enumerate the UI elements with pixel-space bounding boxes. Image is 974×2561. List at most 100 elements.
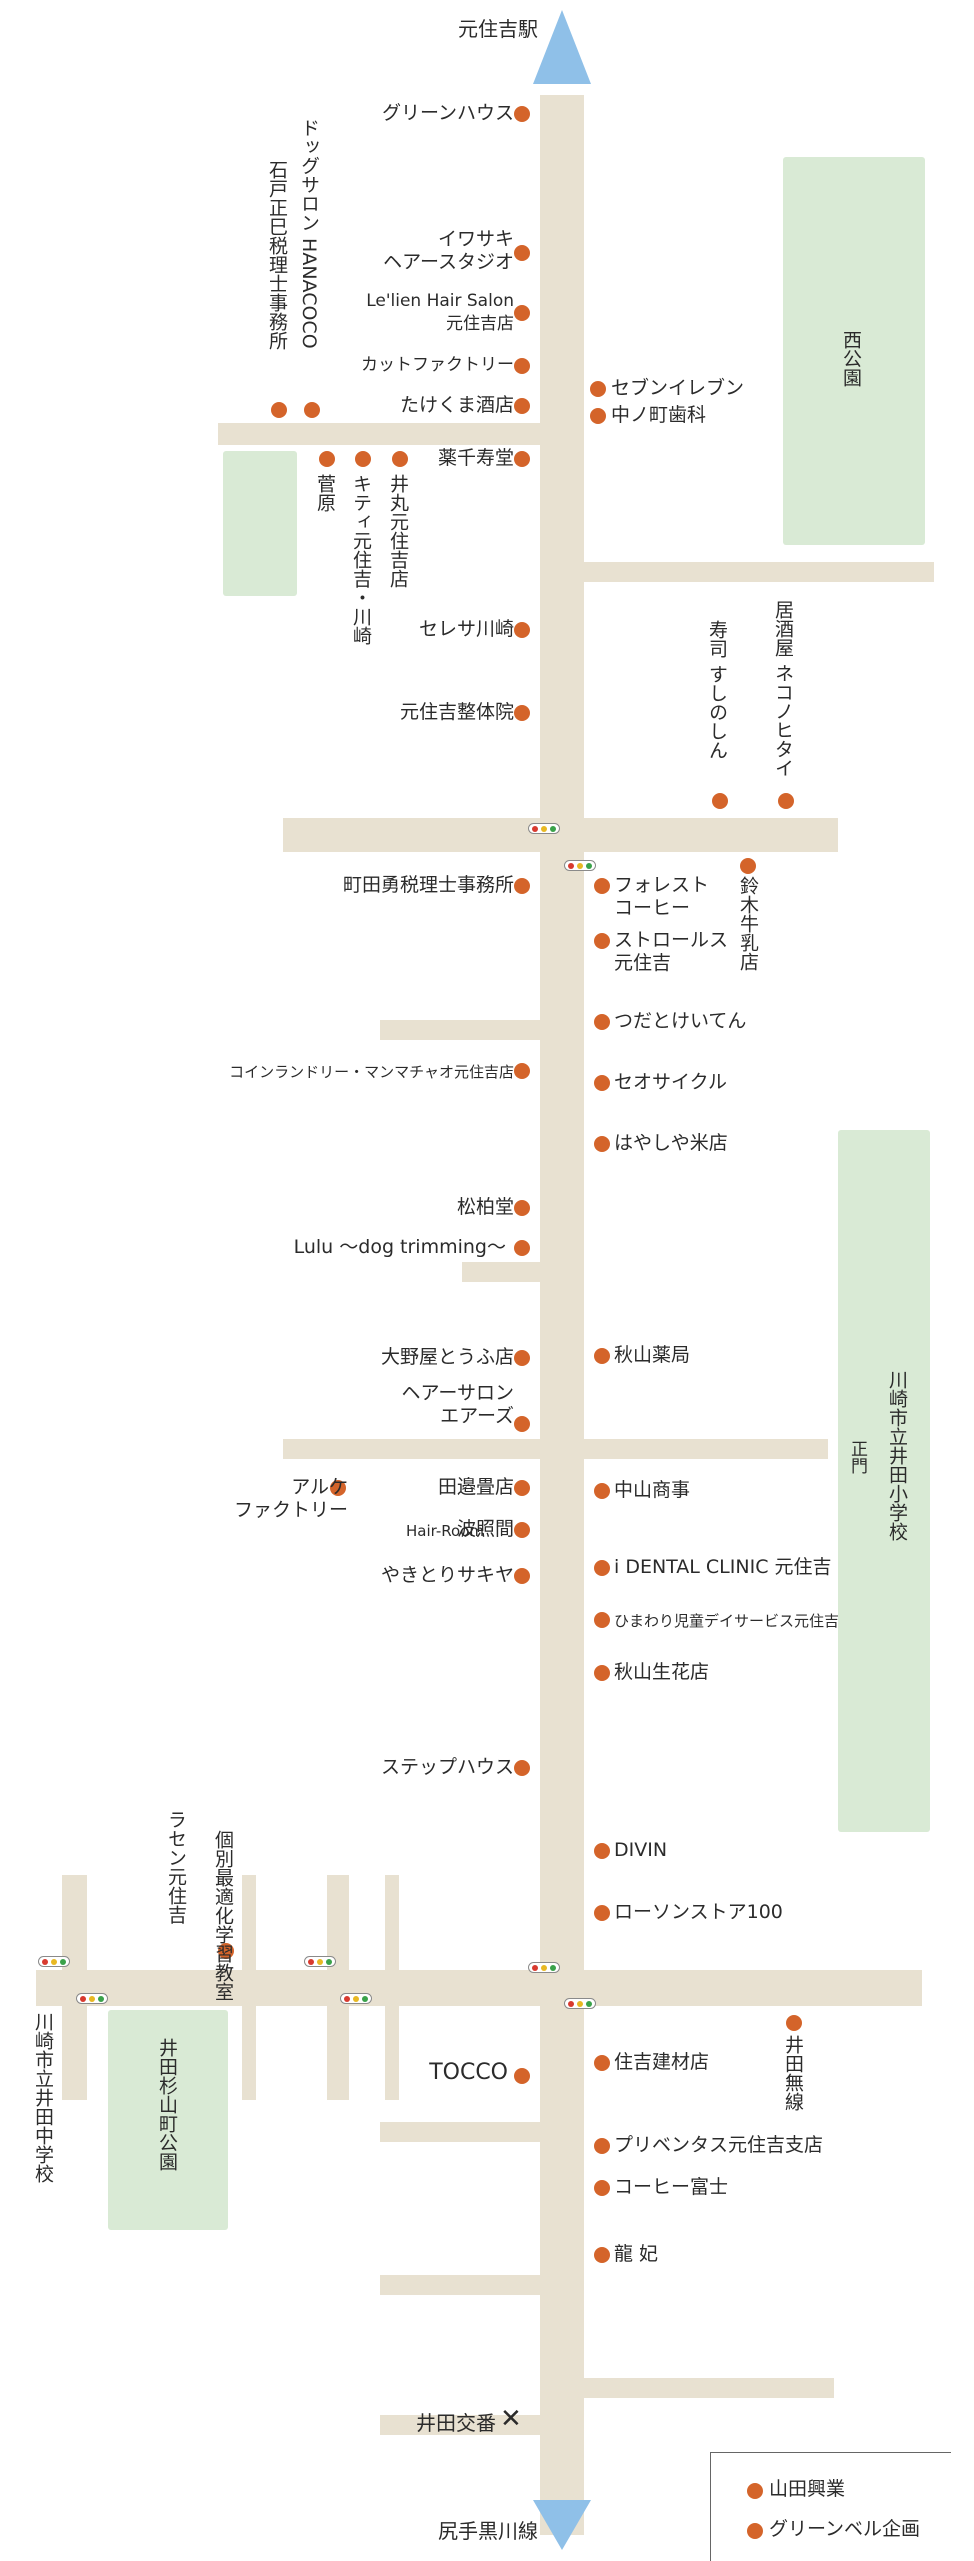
ida-junior-high-label: 川崎市立井田中学校 <box>32 2012 54 2183</box>
shop-label: コーヒー富士 <box>614 2176 729 2198</box>
shop-label: 住吉建材店 <box>614 2051 710 2073</box>
shop-label: プリベンタス元住吉支店 <box>614 2134 824 2156</box>
shop-marker <box>594 933 610 949</box>
shop-marker <box>594 1665 610 1681</box>
shop-label: TOCCO <box>429 2060 508 2085</box>
shop-label: はやしや米店 <box>614 1132 728 1154</box>
legend-label: 山田興業 <box>769 2478 846 2500</box>
shop-marker <box>594 1612 610 1628</box>
shop-label: Le'lien Hair Salon 元住吉店 <box>366 291 514 334</box>
side-street-5 <box>380 2122 540 2142</box>
shop-label: イワサキ ヘアースタジオ <box>383 228 514 273</box>
shop-label: 中ノ町歯科 <box>611 404 707 426</box>
cross-street-2 <box>283 1439 828 1459</box>
shop-label: 波照間 <box>456 1518 514 1540</box>
shop-marker <box>514 705 530 721</box>
legend: 山田興業 グリーンベル企画 <box>710 2452 951 2561</box>
shop-label: 井丸元住吉店 <box>387 474 409 588</box>
shop-marker <box>594 1348 610 1364</box>
ida-sugiyama-park <box>108 2010 228 2230</box>
shop-marker <box>514 305 530 321</box>
shop-label: ローソンストア100 <box>614 1901 783 1923</box>
shop-marker <box>594 1560 610 1576</box>
shop-marker <box>740 858 756 874</box>
side-street-1 <box>218 423 540 445</box>
side-street-4 <box>462 1262 540 1282</box>
shop-marker <box>218 1943 234 1959</box>
ida-elementary-label: 川崎市立井田小学校 <box>886 1370 908 1541</box>
shop-marker <box>514 1350 530 1366</box>
shop-marker <box>590 381 606 397</box>
shop-label: 中山商事 <box>614 1479 691 1501</box>
shop-marker <box>319 451 335 467</box>
cross-street-1 <box>283 818 838 852</box>
side-street-7 <box>380 2415 540 2435</box>
shop-marker <box>514 358 530 374</box>
shop-label: ヘアーサロン エアーズ <box>401 1382 514 1427</box>
shop-marker <box>594 1843 610 1859</box>
shop-marker <box>330 1480 346 1496</box>
shop-label: i DENTAL CLINIC 元住吉 <box>614 1556 832 1578</box>
shop-marker <box>514 106 530 122</box>
main-street <box>540 95 584 2535</box>
shop-label: キティ元住吉・川崎 <box>350 474 372 645</box>
traffic-signal-icon <box>528 1962 560 1973</box>
shop-label: セブンイレブン <box>611 377 745 399</box>
lane-1 <box>62 1875 87 2100</box>
shop-label: 田邉畳店 <box>437 1476 514 1498</box>
shop-marker <box>594 1905 610 1921</box>
shop-marker <box>594 878 610 894</box>
shop-label: つだとけいてん <box>614 1010 747 1032</box>
shop-label: グリーンハウス <box>381 102 514 124</box>
traffic-signal-icon <box>564 860 596 871</box>
shop-marker <box>514 1063 530 1079</box>
traffic-signal-icon <box>304 1956 336 1967</box>
shop-marker <box>594 1136 610 1152</box>
shop-label: カットファクトリー <box>361 355 514 375</box>
shop-marker <box>514 1760 530 1776</box>
shop-marker <box>304 402 320 418</box>
shop-label: セオサイクル <box>614 1071 728 1093</box>
shop-label: 個別最適化学習教室 <box>212 1830 234 2001</box>
shop-marker <box>778 793 794 809</box>
school-gate-label: 正門 <box>847 1440 867 1474</box>
lane-4 <box>385 1875 399 2100</box>
cross-icon: ✕ <box>500 2404 522 2434</box>
shop-label: 薬千寿堂 <box>437 447 514 469</box>
shop-marker <box>514 1568 530 1584</box>
nishi-park <box>783 157 925 545</box>
shop-label: 町田勇税理士事務所 <box>342 874 514 896</box>
shop-marker <box>514 1522 530 1538</box>
shop-label: 鈴木牛乳店 <box>737 876 759 971</box>
north-station-label: 元住吉駅 <box>458 17 538 41</box>
nishi-park-label: 西公園 <box>840 330 862 387</box>
legend-marker <box>747 2483 763 2499</box>
shop-label: 寿司 すしのしん <box>706 620 728 760</box>
shop-marker <box>590 408 606 424</box>
shop-label: やきとりサキヤ <box>380 1564 514 1586</box>
shop-marker <box>514 1240 530 1256</box>
traffic-signal-icon <box>38 1956 70 1967</box>
legend-label: グリーンベル企画 <box>769 2518 921 2540</box>
shop-label: 大野屋とうふ店 <box>380 1346 514 1368</box>
traffic-signal-icon <box>564 1998 596 2009</box>
shop-marker <box>594 2247 610 2263</box>
shop-label: ステップハウス <box>380 1756 514 1778</box>
shop-label: アルケ ファクトリー <box>233 1476 348 1521</box>
shop-marker <box>514 1416 530 1432</box>
shop-label: 居酒屋 ネコノヒタイ <box>772 600 794 778</box>
shop-label: コインランドリー・マンマチャオ元住吉店 <box>229 1063 514 1081</box>
small-park <box>223 451 297 596</box>
shop-label: 井田無線 <box>782 2035 804 2111</box>
north-arrow-icon <box>533 10 591 84</box>
shop-marker <box>514 2068 530 2084</box>
shop-label: ひまわり児童デイサービス元住吉 <box>614 1612 840 1630</box>
shop-label: Lulu ～dog trimming～ <box>293 1236 506 1258</box>
south-arrow-icon <box>533 2500 591 2550</box>
shop-label: 松柏堂 <box>456 1196 514 1218</box>
shop-marker <box>594 2180 610 2196</box>
shop-label: DIVIN <box>614 1839 668 1861</box>
shop-label: フォレスト コーヒー <box>614 874 710 919</box>
shop-marker <box>271 402 287 418</box>
lane-3 <box>327 1875 349 2100</box>
